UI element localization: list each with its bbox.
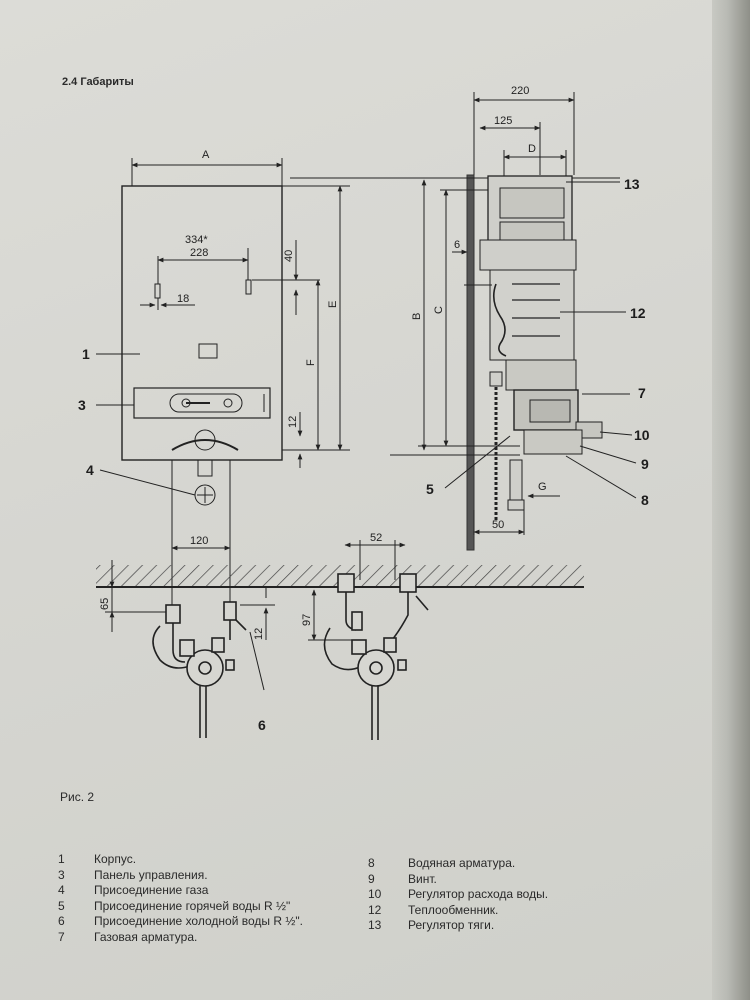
dim-A: A xyxy=(202,149,210,161)
legend-row: 6 Присоединение холодной воды R ½". xyxy=(58,914,303,930)
callout-13: 13 xyxy=(624,176,640,192)
legend-row: 3 Панель управления. xyxy=(58,868,303,884)
legend-text: Винт. xyxy=(408,871,437,886)
callout-7: 7 xyxy=(638,385,646,401)
fitting-assembly-right xyxy=(323,573,429,740)
legend-row: 13 Регулятор тяги. xyxy=(368,918,548,934)
legend-row: 10 Регулятор расхода воды. xyxy=(368,887,548,903)
dim-E: E xyxy=(327,301,339,308)
legend-num: 1 xyxy=(58,852,65,866)
dim-D: D xyxy=(528,143,536,155)
legend-num: 10 xyxy=(368,887,382,901)
legend-text: Теплообменник. xyxy=(408,902,499,917)
dim-6: 6 xyxy=(454,239,460,251)
legend-row: 1 Корпус. xyxy=(58,852,303,868)
legend-num: 4 xyxy=(58,883,65,897)
dim-65: 65 xyxy=(99,598,111,610)
legend-row: 9 Винт. xyxy=(368,872,548,888)
legend-num: 13 xyxy=(368,918,382,932)
callout-5: 5 xyxy=(426,481,434,497)
callout-9: 9 xyxy=(641,456,649,472)
legend-num: 6 xyxy=(58,914,65,928)
dimension-labels: A 334* 228 40 18 E F 12 120 65 12 97 52 … xyxy=(99,85,547,640)
callout-12: 12 xyxy=(630,305,646,321)
section-title: 2.4 Габариты xyxy=(62,76,134,88)
dim-F: F xyxy=(305,359,317,366)
side-view xyxy=(290,92,637,551)
front-view xyxy=(96,158,350,605)
dim-334: 334* xyxy=(185,234,208,246)
legend-text: Корпус. xyxy=(94,852,137,866)
legend-text: Регулятор тяги. xyxy=(408,918,495,932)
legend-row: 12 Теплообменник. xyxy=(368,903,548,919)
dim-220: 220 xyxy=(511,85,529,97)
dim-125: 125 xyxy=(494,115,512,127)
dim-G: G xyxy=(538,481,547,493)
callout-10: 10 xyxy=(634,427,650,443)
dim-97: 97 xyxy=(301,614,313,626)
legend-row: 7 Газовая арматура. xyxy=(58,930,303,946)
legend-num: 5 xyxy=(58,898,65,913)
legend-text: Газовая арматура. xyxy=(94,929,198,944)
legend-text: Присоединение газа xyxy=(94,883,209,897)
legend-text: Присоединение горячей воды R ½" xyxy=(94,898,291,913)
legend-num: 7 xyxy=(58,929,65,944)
callout-4: 4 xyxy=(86,462,94,478)
legend-num: 12 xyxy=(368,902,382,917)
legend-text: Присоединение холодной воды R ½". xyxy=(94,914,303,928)
legend-text: Панель управления. xyxy=(94,867,208,882)
dim-18: 18 xyxy=(177,293,189,305)
legend-right: 8 Водяная арматура. 9 Винт. 10 Регулятор ра… xyxy=(368,856,548,934)
callout-6: 6 xyxy=(258,717,266,733)
dim-12-front: 12 xyxy=(287,416,299,428)
figure-caption: Рис. 2 xyxy=(60,790,95,804)
callout-8: 8 xyxy=(641,492,649,508)
callout-1: 1 xyxy=(82,346,90,362)
legend-row: 5 Присоединение горячей воды R ½" xyxy=(58,899,303,915)
callout-3: 3 xyxy=(78,397,86,413)
legend-num: 3 xyxy=(58,867,65,882)
dim-B: B xyxy=(411,313,423,320)
legend-row: 8 Водяная арматура. xyxy=(368,856,548,872)
legend-num: 8 xyxy=(368,856,375,870)
page-edge xyxy=(712,0,750,1000)
dim-40: 40 xyxy=(283,250,295,262)
dim-228: 228 xyxy=(190,247,208,259)
dim-C: C xyxy=(433,306,445,314)
fitting-assembly-left xyxy=(152,601,265,738)
legend-num: 9 xyxy=(368,871,375,886)
dim-52: 52 xyxy=(370,532,382,544)
legend-text: Водяная арматура. xyxy=(408,856,516,870)
dim-120: 120 xyxy=(190,535,208,547)
legend-text: Регулятор расхода воды. xyxy=(408,887,549,901)
legend-row: 4 Присоединение газа xyxy=(58,883,303,899)
heater-body xyxy=(121,185,283,461)
callout-labels: 1 3 4 5 6 7 8 9 10 12 13 xyxy=(78,176,650,733)
dim-50: 50 xyxy=(492,519,504,531)
dim-12-wall: 12 xyxy=(253,628,265,640)
